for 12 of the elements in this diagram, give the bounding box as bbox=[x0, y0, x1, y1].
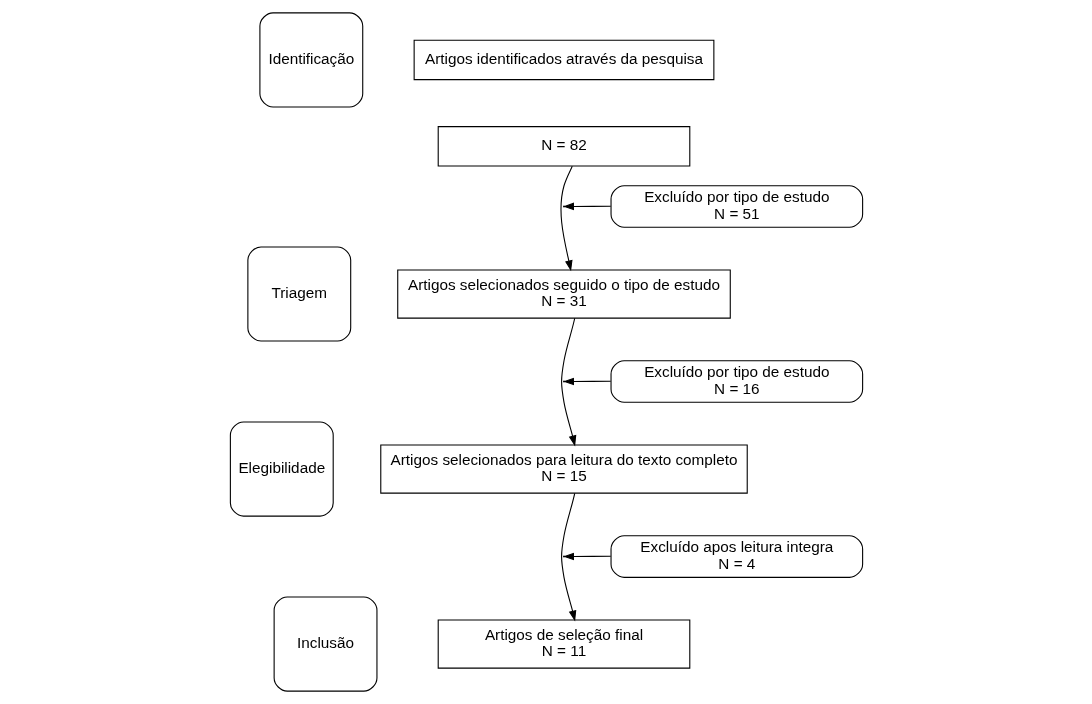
node-box: Artigos selecionados seguido o tipo de estudo N = 31 bbox=[396, 269, 731, 319]
node-box: Inclusão bbox=[273, 596, 377, 692]
node-box: Identificação bbox=[258, 12, 363, 108]
node-box: Artigos identificados através da pesquisa bbox=[413, 39, 714, 81]
node-box: Excluído apos leitura integra N = 4 bbox=[610, 535, 863, 578]
node-box: Triagem bbox=[246, 246, 351, 342]
node-box: Elegibilidade bbox=[229, 421, 334, 517]
node-box: Excluído por tipo de estudo N = 16 bbox=[610, 360, 863, 403]
node-box: Artigos de seleção final N = 11 bbox=[437, 619, 690, 669]
node-box: Artigos selecionados para leitura do texto completo N = 15 bbox=[379, 444, 748, 494]
node-box: N = 82 bbox=[437, 126, 690, 167]
node-box: Excluído por tipo de estudo N = 51 bbox=[610, 185, 863, 228]
